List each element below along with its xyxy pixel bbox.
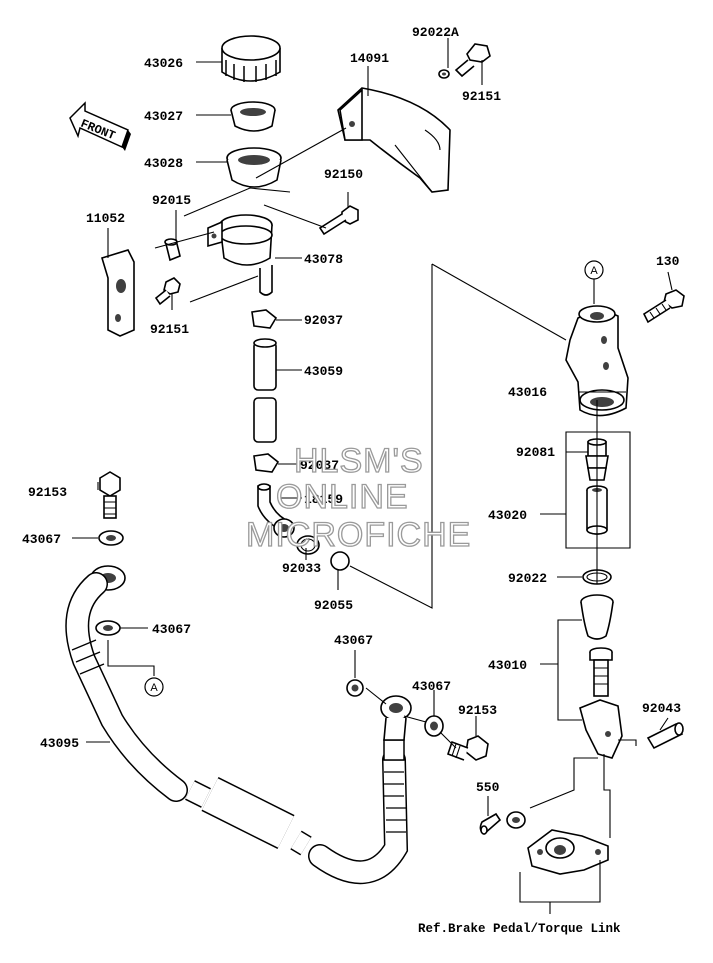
- bolt-130: [642, 289, 685, 324]
- banjo-bolt-92153-left: [99, 471, 121, 519]
- label-92037-b: 92037: [300, 458, 339, 473]
- label-43067-d: 43067: [412, 679, 451, 694]
- watermark-line-2: ONLINE: [276, 478, 409, 516]
- washer-lower-right: [506, 811, 526, 829]
- bracket-11052: [101, 249, 135, 337]
- assembly-lines: [154, 127, 637, 838]
- washer-43067-b: [95, 620, 121, 636]
- washer-43067-a: [98, 530, 124, 546]
- label-43067-a: 43067: [22, 532, 61, 547]
- label-92022a: 92022A: [412, 25, 459, 40]
- label-43028: 43028: [144, 156, 183, 171]
- label-92055: 92055: [314, 598, 353, 613]
- bolt-92151-left: [154, 277, 181, 306]
- label-43020: 43020: [488, 508, 527, 523]
- label-43059: 43059: [304, 364, 343, 379]
- label-92015: 92015: [152, 193, 191, 208]
- svg-text:A: A: [150, 682, 158, 694]
- push-rod-boot: [580, 594, 614, 640]
- reservoir-plate: [230, 101, 276, 132]
- label-92153-left: 92153: [28, 485, 67, 500]
- washer-43067-d: [424, 715, 444, 737]
- part-labels: 43026 43027 43028 14091 92022A 92151 921…: [22, 25, 681, 795]
- label-92043: 92043: [642, 701, 681, 716]
- hose-43059: [253, 338, 277, 443]
- svg-text:A: A: [590, 265, 598, 277]
- label-43016: 43016: [508, 385, 547, 400]
- front-arrow-icon: FRONT: [69, 101, 131, 151]
- watermark: HLSM'S ONLINE MICROFICHE: [245, 441, 471, 554]
- banjo-bolt-92153-right: [446, 735, 489, 761]
- reservoir-diaphragm: [226, 147, 282, 188]
- label-92151-top: 92151: [462, 89, 501, 104]
- pedal-link: [527, 829, 609, 875]
- reservoir-cap: [221, 35, 281, 82]
- label-43027: 43027: [144, 109, 183, 124]
- ref-marker-a-top: A: [584, 260, 604, 304]
- label-43010: 43010: [488, 658, 527, 673]
- piston-kit-box: [565, 431, 631, 549]
- leader-lines: [72, 38, 673, 914]
- push-rod: [579, 647, 623, 759]
- o-ring-92055: [330, 551, 350, 571]
- label-43067-b: 43067: [152, 622, 191, 637]
- footer-reference: Ref.Brake Pedal/Torque Link: [418, 922, 621, 936]
- label-18159: 18159: [304, 492, 343, 507]
- collar-92015: [164, 238, 181, 262]
- label-43095: 43095: [40, 736, 79, 751]
- hose-clamp-a: [251, 309, 278, 329]
- master-cylinder: [565, 305, 629, 417]
- cotter-pin-550: [479, 812, 502, 836]
- label-92081: 92081: [516, 445, 555, 460]
- washer-43067-c: [346, 679, 364, 697]
- label-550: 550: [476, 780, 500, 795]
- label-14091: 14091: [350, 51, 389, 66]
- washer-92022a: [438, 69, 450, 79]
- label-11052: 11052: [86, 211, 125, 226]
- brake-hose-43095: [65, 572, 409, 885]
- bolt-92150: [318, 205, 359, 236]
- label-92150: 92150: [324, 167, 363, 182]
- label-92037-a: 92037: [304, 313, 343, 328]
- ref-marker-a-left: A: [144, 677, 164, 697]
- label-92151-left: 92151: [150, 322, 189, 337]
- label-92033: 92033: [282, 561, 321, 576]
- bolt-92151-top: [454, 43, 491, 78]
- watermark-line-3: MICROFICHE: [246, 516, 471, 554]
- circlip-92033: [273, 518, 320, 555]
- banjo-fitting-right: [380, 695, 412, 741]
- hose-clamp-b: [253, 453, 280, 473]
- watermark-line-1: HLSM'S: [294, 442, 424, 480]
- label-130: 130: [656, 254, 680, 269]
- reservoir-body: [207, 214, 273, 296]
- label-92153-right: 92153: [458, 703, 497, 718]
- label-92022: 92022: [508, 571, 547, 586]
- label-43026: 43026: [144, 56, 183, 71]
- label-43067-c: 43067: [334, 633, 373, 648]
- pin-92043: [646, 722, 684, 750]
- label-43078: 43078: [304, 252, 343, 267]
